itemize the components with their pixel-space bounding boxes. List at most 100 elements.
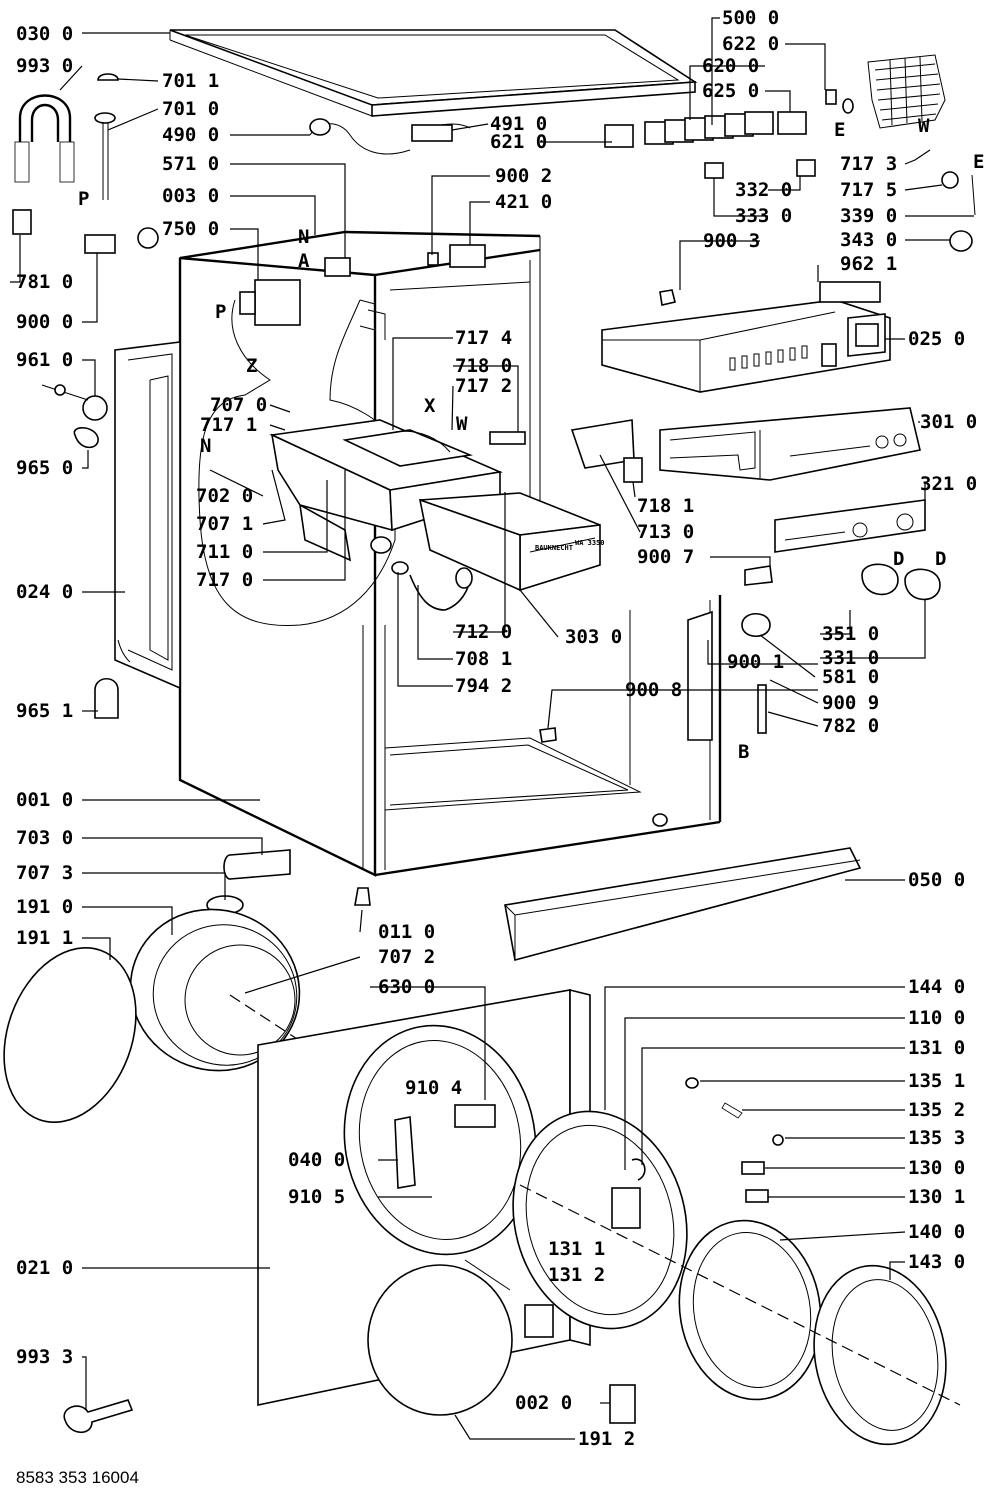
pin-701-0-part [94, 112, 116, 200]
label-333-0: 333 0 [735, 205, 792, 227]
tub-191-part [3, 908, 521, 1186]
label-002-0: 002 0 [515, 1392, 572, 1414]
label-491-0: 491 0 [490, 113, 547, 135]
svg-text:WA 3350: WA 3350 [575, 539, 605, 547]
label-782-0: 782 0 [822, 715, 879, 737]
label-701-0: 701 0 [162, 98, 219, 120]
label-135-3: 135 3 [908, 1127, 965, 1149]
label-131-2: 131 2 [548, 1264, 605, 1286]
label-421-0: 421 0 [495, 191, 552, 213]
clip-900-8-part [539, 727, 557, 743]
hinge-130-1-part [745, 1189, 769, 1203]
fascia-part [659, 407, 921, 481]
control-panel-frame-part [601, 299, 891, 393]
panel-overlay-part [774, 499, 926, 553]
top-cover-part [169, 29, 698, 117]
label-781-0: 781 0 [16, 271, 73, 293]
wrench-993-3-part [63, 1399, 134, 1434]
label-630-0: 630 0 [378, 976, 435, 998]
label-021-0: 021 0 [16, 1257, 73, 1279]
label-030-0: 030 0 [16, 23, 73, 45]
label-993-0: 993 0 [16, 55, 73, 77]
label-130-1: 130 1 [908, 1186, 965, 1208]
label-490-0: 490 0 [162, 124, 219, 146]
label-003-0: 003 0 [162, 185, 219, 207]
clip-718-1-part [623, 457, 643, 483]
label-024-0: 024 0 [16, 581, 73, 603]
label-135-2: 135 2 [908, 1099, 965, 1121]
letter-a: A [298, 250, 310, 272]
pump-750-part [239, 257, 351, 326]
switch-block-part [604, 89, 854, 148]
label-581-0: 581 0 [822, 666, 879, 688]
label-191-2: 191 2 [578, 1428, 635, 1450]
ring-135-3-part [772, 1134, 784, 1146]
label-900-8: 900 8 [625, 679, 682, 701]
label-707-2: 707 2 [378, 946, 435, 968]
label-130-0: 130 0 [908, 1157, 965, 1179]
plate-962-part [819, 281, 881, 303]
label-712-0: 712 0 [455, 621, 512, 643]
part-labels: 030 0 993 0 701 1 701 0 490 0 571 0 003 … [16, 7, 977, 1450]
knob-331-a-part [861, 563, 899, 596]
label-571-0: 571 0 [162, 153, 219, 175]
label-321-0: 321 0 [920, 473, 977, 495]
letter-b: B [738, 741, 749, 763]
label-711-0: 711 0 [196, 541, 253, 563]
label-717-2: 717 2 [455, 375, 512, 397]
bracket-900-0-part [84, 234, 116, 254]
label-191-1: 191 1 [16, 927, 73, 949]
label-717-1: 717 1 [200, 414, 257, 436]
knob-331-b-part [904, 568, 941, 601]
label-900-2: 900 2 [495, 165, 552, 187]
label-131-0: 131 0 [908, 1037, 965, 1059]
label-713-0: 713 0 [637, 521, 694, 543]
label-750-0: 750 0 [162, 218, 219, 240]
label-140-0: 140 0 [908, 1221, 965, 1243]
door-frame-part [512, 1110, 688, 1330]
screw-135-1-part [685, 1077, 699, 1089]
detergent-drawer-part: BAUKNECHT WA 3350 [418, 492, 605, 592]
label-900-1: 900 1 [727, 651, 784, 673]
leader-lines [10, 17, 974, 1440]
label-910-4: 910 4 [405, 1077, 462, 1099]
label-011-0: 011 0 [378, 921, 435, 943]
kickplate-050-part [504, 847, 862, 961]
label-717-4: 717 4 [455, 327, 512, 349]
label-707-1: 707 1 [196, 513, 253, 535]
letter-d-right: D [935, 548, 946, 570]
letter-n-top: N [298, 226, 309, 248]
label-900-7: 900 7 [637, 546, 694, 568]
label-962-1: 962 1 [840, 253, 897, 275]
screw-011-part [354, 887, 371, 906]
hose-490-part [309, 118, 471, 155]
label-708-1: 708 1 [455, 648, 512, 670]
electronic-module-part [867, 54, 946, 129]
label-707-3: 707 3 [16, 862, 73, 884]
pressure-switch-581-part [741, 612, 771, 638]
cabinet-part [178, 230, 722, 877]
letter-callouts: P P N A Z N X W E W E D D B [78, 115, 984, 763]
label-961-0: 961 0 [16, 349, 73, 371]
label-910-5: 910 5 [288, 1186, 345, 1208]
label-621-0: 621 0 [490, 131, 547, 153]
clip-718-0-part [489, 431, 526, 445]
label-331-0: 331 0 [822, 647, 879, 669]
label-191-0: 191 0 [16, 896, 73, 918]
letter-z: Z [246, 355, 257, 377]
label-625-0: 625 0 [702, 80, 759, 102]
letter-w-top: W [918, 115, 930, 137]
label-900-0: 900 0 [16, 311, 73, 333]
label-620-0: 620 0 [702, 55, 759, 77]
pipe-703-part [229, 849, 291, 880]
letter-e-right: E [973, 151, 984, 173]
label-717-5: 717 5 [840, 179, 897, 201]
label-339-0: 339 0 [840, 205, 897, 227]
ring-717-5-part [941, 171, 959, 189]
cap-343-part [949, 230, 973, 252]
label-143-0: 143 0 [908, 1251, 965, 1273]
label-965-0: 965 0 [16, 457, 73, 479]
svg-text:BAUKNECHT: BAUKNECHT [535, 544, 573, 552]
cover-002-part [609, 1384, 636, 1424]
dispenser-housing-part [269, 419, 503, 611]
